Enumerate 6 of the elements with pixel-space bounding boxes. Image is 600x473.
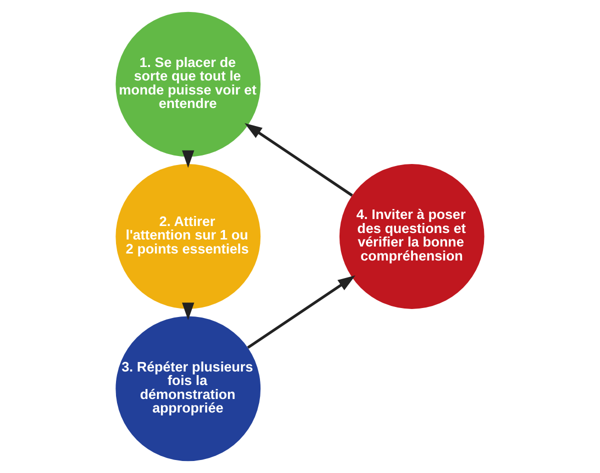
arrow xyxy=(244,123,353,197)
node-circle: 3. Répéter plusieurs fois la démonstration appropriée xyxy=(116,316,261,462)
node-circle: 4. Inviter à poser des questions et vérifier la bonne compréhension xyxy=(339,164,484,309)
arrow xyxy=(182,302,194,320)
arrow xyxy=(182,150,194,168)
arrow xyxy=(247,275,356,349)
